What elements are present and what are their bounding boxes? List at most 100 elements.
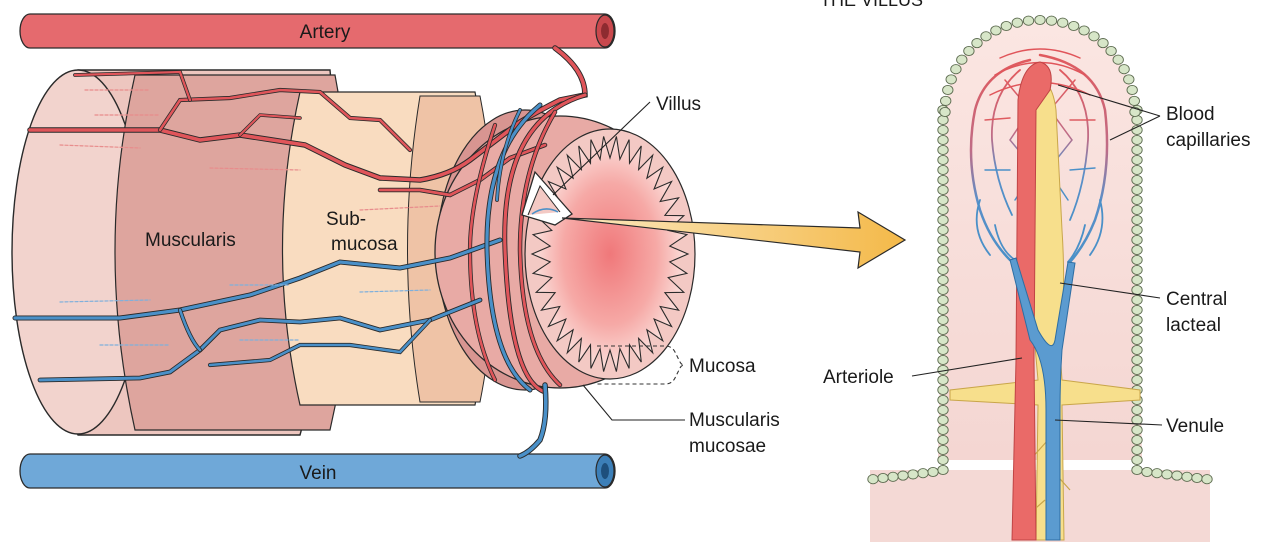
epithelial-cell <box>1131 464 1143 476</box>
lumen-villi <box>530 136 690 372</box>
epithelial-cell <box>1131 444 1143 456</box>
epithelial-cell <box>1131 434 1143 446</box>
blood-capillaries-label-line2: capillaries <box>1166 130 1250 151</box>
epithelial-cell <box>867 474 879 485</box>
epithelial-cell <box>942 84 954 96</box>
mucosa-label: Mucosa <box>689 356 756 377</box>
epithelial-cell <box>937 264 949 276</box>
epithelial-cell <box>937 184 949 196</box>
villus-detail <box>867 14 1213 542</box>
epithelial-cell <box>1201 474 1213 485</box>
epithelial-cell <box>937 224 949 236</box>
epithelial-cell <box>937 254 949 266</box>
epithelial-cell <box>937 244 949 256</box>
venule <box>1009 257 1076 541</box>
epithelial-cell <box>937 294 949 306</box>
epithelial-cell <box>937 124 949 136</box>
epithelial-cell <box>1131 274 1143 286</box>
artery-vessel: Artery <box>19 13 616 49</box>
epithelial-cell <box>1088 31 1100 42</box>
epithelial-cell <box>950 64 962 75</box>
epithelial-cell <box>937 234 949 246</box>
epithelial-cell <box>1131 304 1143 316</box>
epithelial-cell <box>940 95 952 106</box>
vein-label: Vein <box>300 463 337 484</box>
epithelial-cell <box>937 134 949 146</box>
muscularis-mucosae-callout: Muscularis mucosae <box>582 384 780 457</box>
epithelial-cell <box>1128 95 1140 106</box>
epithelial-cell <box>1131 354 1143 366</box>
epithelial-cell <box>1118 64 1130 75</box>
epithelial-cell <box>990 25 1002 36</box>
epithelial-cell <box>1131 374 1143 386</box>
epithelial-cell <box>937 374 949 386</box>
intestine-segment <box>11 69 696 436</box>
epithelial-cell <box>1131 264 1143 276</box>
epithelial-cell <box>937 304 949 316</box>
epithelial-cell <box>937 194 949 206</box>
epithelial-cell <box>877 472 889 484</box>
mucosa-bracket: Mucosa <box>597 345 756 385</box>
the-villus-title: THE VILLUS <box>820 0 923 10</box>
epithelial-cell <box>937 164 949 176</box>
epithelial-cell <box>1105 45 1117 57</box>
epithelial-cell <box>937 454 949 466</box>
epithelial-cell <box>897 470 909 481</box>
epithelial-cell <box>1191 472 1203 484</box>
epithelial-cell <box>1034 14 1046 26</box>
vein-tube <box>19 453 616 489</box>
epithelial-cell <box>1131 414 1143 426</box>
epithelial-cell <box>1131 424 1143 436</box>
vein-lumen <box>601 463 609 479</box>
epithelial-cell <box>937 434 949 446</box>
zoom-arrow <box>561 210 907 270</box>
blood-capillaries-callout: Blood capillaries <box>1057 84 1250 151</box>
epithelial-cell <box>937 414 949 426</box>
artery-tube <box>19 13 616 49</box>
epithelial-cell <box>937 214 949 226</box>
epithelial-cell <box>937 324 949 336</box>
epithelial-cell <box>1131 364 1143 376</box>
submucosa-label-line1: Sub- <box>326 209 366 230</box>
arteriole-callout: Arteriole <box>823 357 1023 388</box>
epithelial-cell <box>1131 184 1143 196</box>
epithelial-cell <box>1131 144 1143 156</box>
vein-vessel: Vein <box>19 453 616 489</box>
epithelial-cell <box>1131 194 1143 206</box>
villus-callout: Villus <box>521 94 701 226</box>
epithelial-cell <box>937 284 949 296</box>
artery-label: Artery <box>300 22 351 43</box>
epithelial-cell <box>1131 254 1143 266</box>
epithelial-cell <box>939 106 951 118</box>
epithelial-cell <box>1131 244 1143 256</box>
epithelial-cell <box>937 464 949 476</box>
venule-label: Venule <box>1166 416 1224 437</box>
epithelial-cell <box>1131 284 1143 296</box>
epithelial-cell <box>937 384 949 396</box>
epithelial-cell <box>1131 204 1143 216</box>
epithelial-cell <box>1000 20 1012 32</box>
epithelial-cell <box>1097 38 1109 49</box>
epithelial-cell <box>937 154 949 166</box>
epithelial-cell <box>937 334 949 346</box>
epithelial-cell <box>971 38 983 49</box>
epithelial-cell <box>1131 214 1143 226</box>
epithelial-cell <box>1171 470 1183 481</box>
epithelial-cell <box>1022 15 1035 26</box>
epithelial-cell <box>1131 404 1143 416</box>
epithelial-cell <box>937 354 949 366</box>
central-lacteal-callout: Central lacteal <box>1059 282 1227 336</box>
epithelial-cell <box>1045 15 1058 26</box>
epithelial-cell <box>1131 154 1143 166</box>
epithelial-cell <box>937 144 949 156</box>
epithelial-cell <box>937 424 949 436</box>
artery-lumen <box>601 23 609 39</box>
epithelial-cell <box>1123 74 1135 85</box>
epithelial-cells <box>867 14 1213 485</box>
epithelial-cell <box>1161 469 1173 480</box>
epithelial-cell <box>1181 471 1193 482</box>
villus-label: Villus <box>656 94 701 115</box>
epithelial-cell <box>963 45 975 57</box>
epithelial-cell <box>937 344 949 356</box>
